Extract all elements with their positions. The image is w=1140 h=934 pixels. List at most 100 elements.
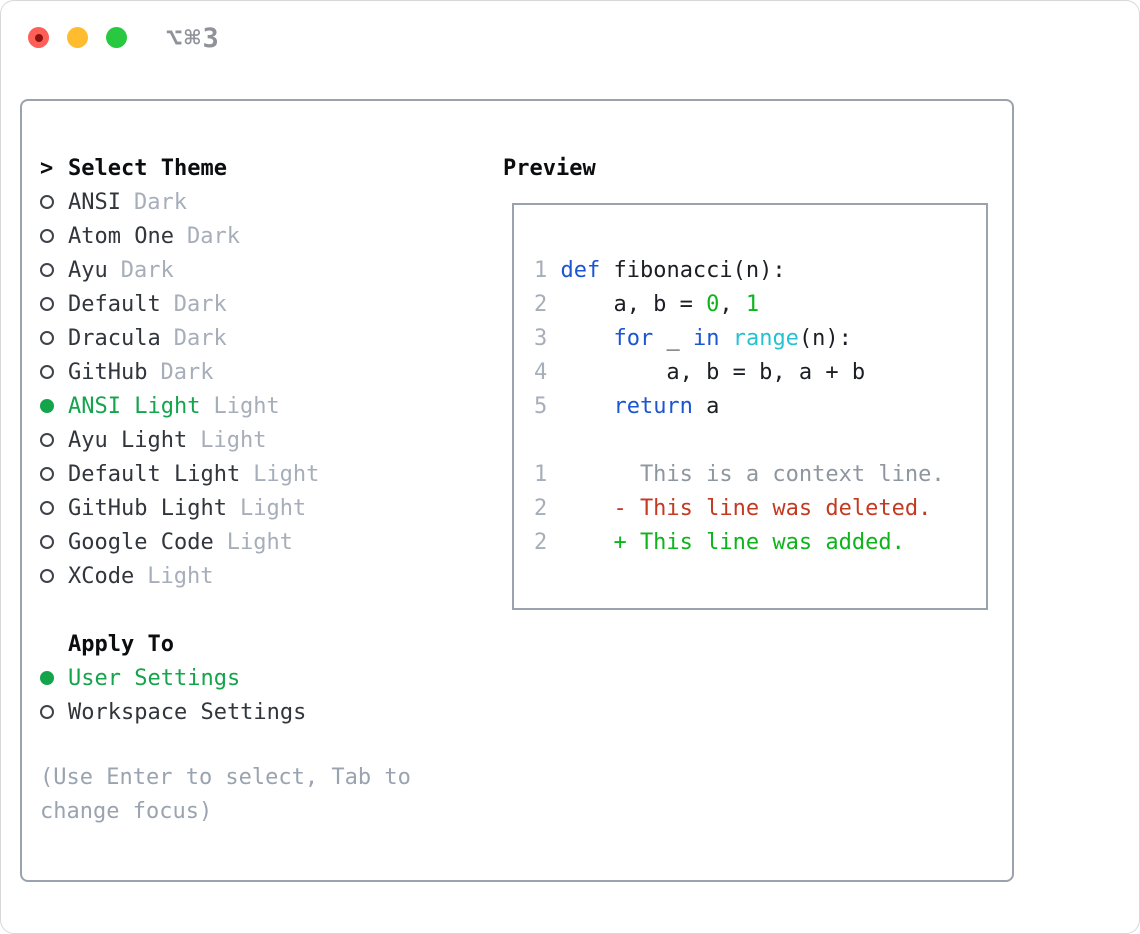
option-tag: Light [213,393,280,419]
code-token: return [613,393,693,419]
code-token: def [560,257,601,283]
option-tag: Light [239,495,307,521]
radio-unselected-icon [40,569,68,583]
theme-option-ansi[interactable]: ANSI Dark [40,185,319,219]
radio-unselected-icon [40,331,68,345]
radio-selected-icon [40,399,68,413]
option-tag: Light [147,563,214,589]
window-shortcut-label: ⌥⌘3 [166,23,221,54]
theme-list-header: > Select Theme [40,151,319,185]
code-token: a, b = b, a + b [560,359,866,385]
option-tag: Dark [173,325,227,351]
option-label: ANSI Light [68,393,201,419]
theme-option-ayu-light[interactable]: Ayu Light Light [40,423,319,457]
line-number: 2 [534,291,548,317]
radio-unselected-icon [40,467,68,481]
line-number: 5 [534,393,548,419]
apply-to-header-row: Apply To [40,627,306,661]
option-label: Default Light [68,461,241,487]
code-line: 1 def fibonacci(n): [534,253,976,287]
radio-unselected-icon [40,229,68,243]
option-label: Google Code [68,529,214,555]
option-tag: Dark [160,359,214,385]
radio-selected-icon [40,671,68,685]
theme-list-title: Select Theme [68,155,227,181]
option-tag: Light [226,529,293,555]
theme-option-atom-one[interactable]: Atom One Dark [40,219,319,253]
apply-option-user-settings[interactable]: User Settings [40,661,306,695]
focus-caret-icon: > [40,155,54,181]
code-line: 4 a, b = b, a + b [534,355,976,389]
theme-option-github[interactable]: GitHub Dark [40,355,319,389]
line-number: 1 [534,461,548,487]
code-token: fibonacci(n): [600,257,786,283]
preview-header-row: Preview [503,151,596,185]
line-number: 2 [534,529,548,555]
radio-unselected-icon [40,535,68,549]
option-tag: Light [200,427,267,453]
line-number: 4 [534,359,548,385]
option-label: Default [68,291,161,317]
apply-option-workspace-settings[interactable]: Workspace Settings [40,695,306,729]
option-label: XCode [68,563,135,589]
radio-unselected-icon [40,433,68,447]
option-label: Ayu Light [68,427,188,453]
code-token: 1 [745,291,760,317]
code-token: a, b = [560,291,707,317]
maximize-button[interactable] [106,27,127,48]
option-label: Atom One [68,223,174,249]
code-token: , [719,291,746,317]
code-token: + This line was added. [560,529,905,555]
theme-option-ayu[interactable]: Ayu Dark [40,253,319,287]
close-button[interactable] [28,27,49,48]
code-token: - This line was deleted. [560,495,932,521]
traffic-lights [28,27,127,48]
option-label: ANSI [68,189,121,215]
option-tag: Dark [133,189,187,215]
radio-unselected-icon [40,365,68,379]
close-dot-icon [34,33,43,42]
option-label: Workspace Settings [68,699,307,725]
code-token: _ [653,325,693,351]
code-token: for [613,325,654,351]
code-line: 2 a, b = 0, 1 [534,287,976,321]
radio-unselected-icon [40,297,68,311]
line-number: 3 [534,325,548,351]
option-tag: Dark [186,223,240,249]
code-line: 5 return a [534,389,976,423]
code-line: 3 for _ in range(n): [534,321,976,355]
theme-option-ansi-light[interactable]: ANSI Light Light [40,389,319,423]
option-tag: Dark [120,257,174,283]
option-label: User Settings [68,665,241,691]
code-token: 0 [706,291,720,317]
radio-unselected-icon [40,705,68,719]
code-token [560,326,613,351]
keyboard-hint: (Use Enter to select, Tab to change focu… [40,765,411,824]
code-token: range [732,325,799,351]
theme-option-xcode[interactable]: XCode Light [40,559,319,593]
code-token: This is a context line. [560,461,945,487]
apply-to-title: Apply To [68,631,174,657]
code-token [560,394,613,419]
code-token: (n): [798,325,852,351]
theme-option-google-code[interactable]: Google Code Light [40,525,319,559]
code-token: a [692,393,720,419]
diff-sample: 1 This is a context line. 2 - This line w… [534,457,976,559]
option-label: GitHub [68,359,148,385]
code-token: in [692,325,720,351]
minimize-button[interactable] [67,27,88,48]
line-number: 2 [534,495,548,521]
option-label: Ayu [68,257,108,283]
preview-title: Preview [503,155,596,181]
line-number: 1 [534,257,548,283]
